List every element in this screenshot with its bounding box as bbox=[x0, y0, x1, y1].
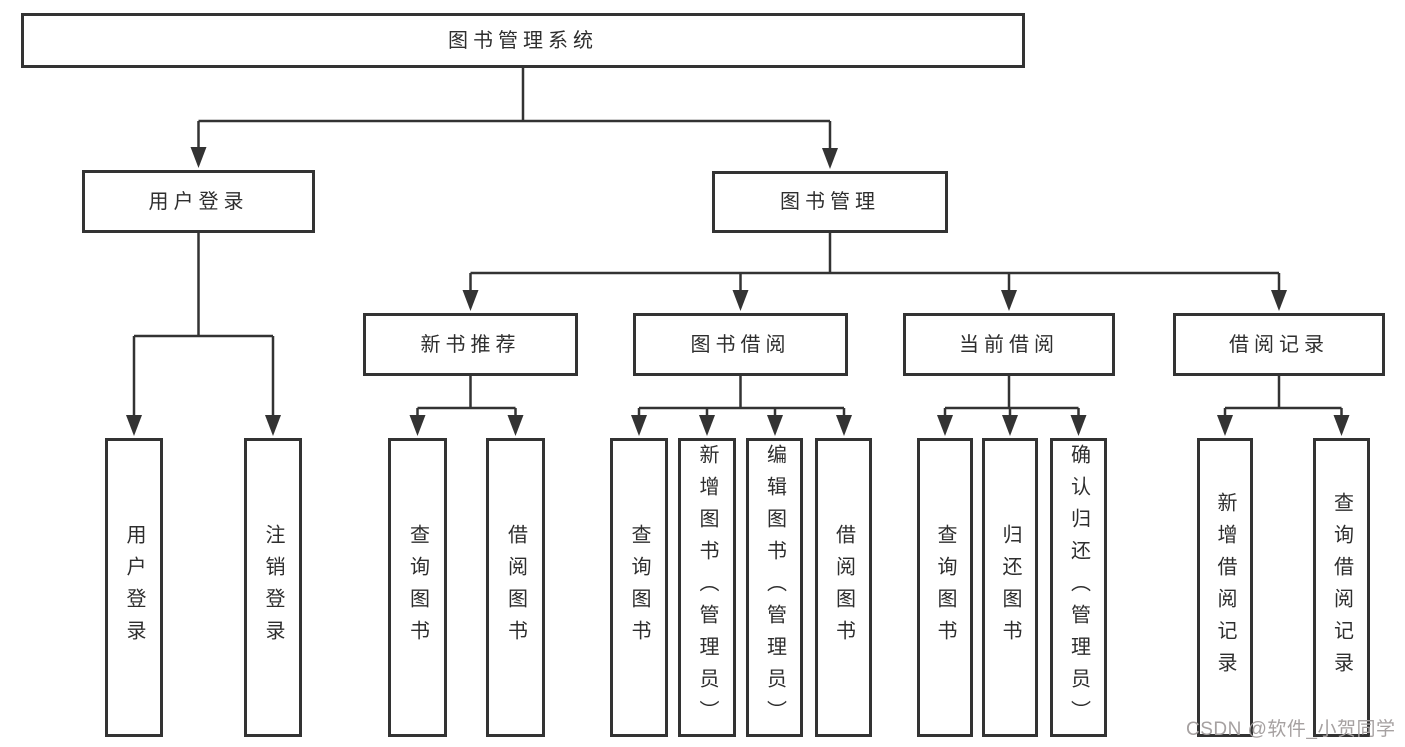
node-label: 当前借阅 bbox=[959, 333, 1059, 356]
leaf-logout: 注销登录 bbox=[244, 438, 302, 737]
leaf-label: 借阅图书 bbox=[504, 523, 527, 652]
connector-lines bbox=[132, 68, 1343, 418]
leaf-borrow-books-borrowing: 借阅图书 bbox=[815, 438, 872, 737]
node-new-book-recommendation: 新书推荐 bbox=[363, 313, 578, 376]
leaf-user-login: 用户登录 bbox=[105, 438, 163, 737]
leaf-label: 查询图书 bbox=[406, 523, 429, 652]
node-borrowing-records: 借阅记录 bbox=[1173, 313, 1385, 376]
node-label: 图书管理系统 bbox=[448, 29, 598, 52]
node-book-borrowing: 图书借阅 bbox=[633, 313, 848, 376]
leaf-label: 编辑图书（管理员） bbox=[763, 443, 786, 732]
leaf-label: 注销登录 bbox=[262, 523, 284, 652]
node-label: 图书管理 bbox=[780, 191, 880, 213]
leaf-label: 用户登录 bbox=[123, 523, 145, 652]
leaf-edit-books-admin: 编辑图书（管理员） bbox=[746, 438, 803, 737]
node-label: 图书借阅 bbox=[690, 333, 791, 356]
leaf-query-borrow-record: 查询借阅记录 bbox=[1313, 438, 1370, 737]
leaf-label: 查询图书 bbox=[628, 523, 650, 652]
leaf-query-books-borrowing: 查询图书 bbox=[610, 438, 668, 737]
node-book-management: 图书管理 bbox=[712, 171, 948, 233]
arrowhead-icons bbox=[126, 147, 1350, 436]
leaf-label: 确认归还（管理员） bbox=[1067, 443, 1090, 732]
leaf-label: 新增图书（管理员） bbox=[696, 443, 718, 732]
leaf-add-borrow-record: 新增借阅记录 bbox=[1197, 438, 1253, 737]
leaf-add-books-admin: 新增图书（管理员） bbox=[678, 438, 736, 737]
leaf-label: 查询借阅记录 bbox=[1330, 491, 1353, 684]
leaf-label: 归还图书 bbox=[999, 523, 1021, 652]
node-label: 借阅记录 bbox=[1229, 333, 1329, 356]
node-label: 用户登录 bbox=[148, 190, 249, 213]
node-current-borrowing: 当前借阅 bbox=[903, 313, 1115, 376]
leaf-borrow-books-recommend: 借阅图书 bbox=[486, 438, 545, 737]
leaf-label: 借阅图书 bbox=[832, 523, 855, 652]
leaf-query-books-recommend: 查询图书 bbox=[388, 438, 447, 737]
leaf-query-books-current: 查询图书 bbox=[917, 438, 973, 737]
watermark: CSDN @软件_小贺同学 bbox=[1186, 719, 1396, 740]
leaf-return-books: 归还图书 bbox=[982, 438, 1038, 737]
leaf-confirm-return-admin: 确认归还（管理员） bbox=[1050, 438, 1107, 737]
leaf-label: 查询图书 bbox=[934, 523, 956, 652]
node-library-management-system: 图书管理系统 bbox=[21, 13, 1025, 68]
leaf-label: 新增借阅记录 bbox=[1214, 491, 1236, 684]
node-user-login: 用户登录 bbox=[82, 170, 315, 233]
node-label: 新书推荐 bbox=[420, 333, 521, 356]
